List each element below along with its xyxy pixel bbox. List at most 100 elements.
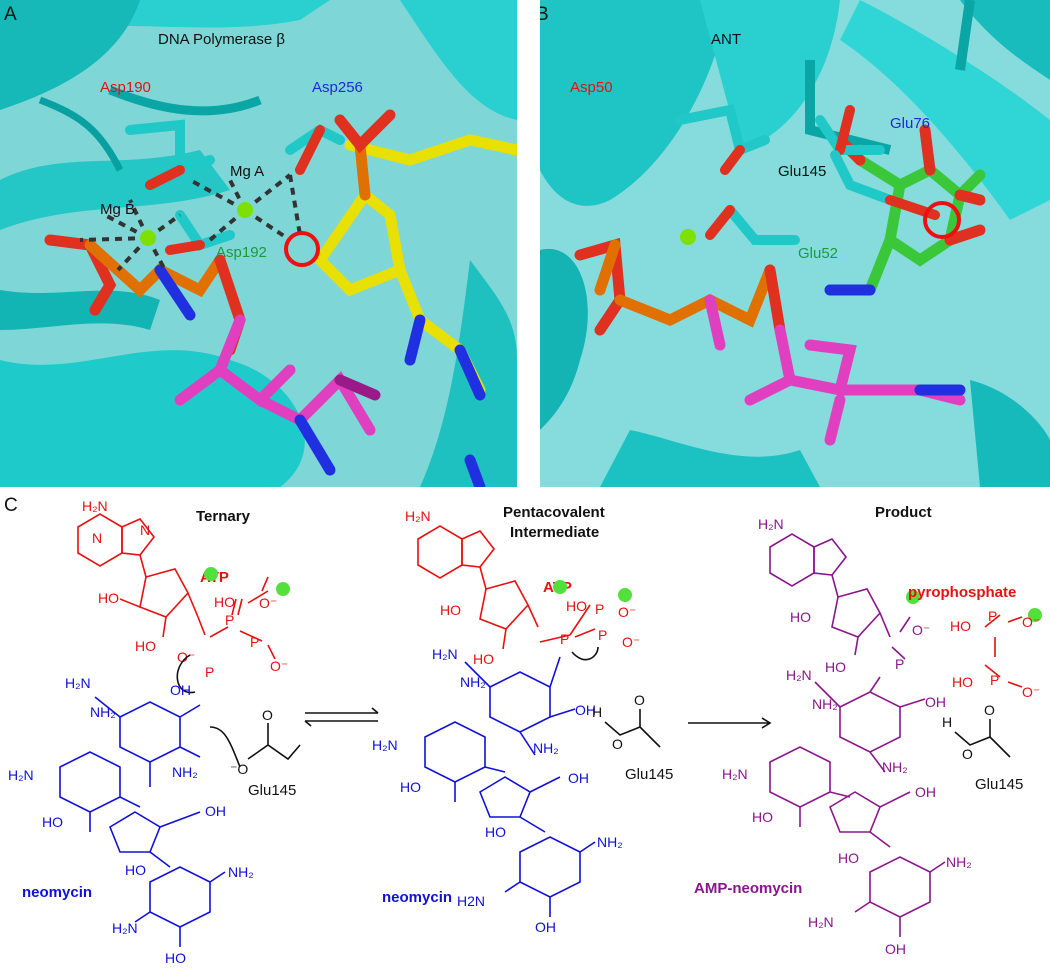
glutamate-structure — [247, 723, 301, 761]
loop-ribbon — [38, 96, 124, 172]
neomycin-label: neomycin — [22, 884, 92, 901]
carbonyl-oxygen-label: O — [984, 702, 995, 718]
hydroxyl-label: OH — [535, 919, 556, 935]
amine-label: NH₂ — [812, 696, 838, 712]
stage-heading: Product — [875, 504, 932, 521]
amine-label: NH₂ — [597, 834, 623, 850]
helix-ribbon — [0, 0, 140, 110]
phosphate-oxygen-label: O⁻ — [912, 622, 930, 638]
phosphorus-label: P — [988, 608, 997, 624]
reaction-arrow — [688, 717, 772, 729]
phosphorus-label: P — [895, 656, 904, 672]
stage-heading: Ternary — [196, 508, 251, 525]
mg-b-ion — [140, 230, 156, 246]
mg-a-label: Mg A — [230, 163, 264, 180]
mg-ion — [618, 588, 632, 602]
hydroxyl-label: HO — [566, 598, 587, 614]
active-site-side-chains — [675, 104, 940, 245]
hydroxyl-label: HO — [752, 809, 773, 825]
loop-ribbon — [600, 430, 820, 487]
nitrogen-label: N — [92, 530, 102, 546]
amine-label: NH₂ — [882, 759, 908, 775]
amine-label: NH₂ — [228, 864, 254, 880]
loop-ribbon — [805, 60, 892, 155]
stage-product: Product H₂N HO HO P O⁻ pyr — [694, 504, 1042, 957]
stage-heading: Intermediate — [510, 524, 599, 541]
stage-heading: Pentacovalent — [503, 504, 605, 521]
glutamate-structure — [604, 709, 661, 748]
phosphorus-label: P — [990, 672, 999, 688]
mg-ion — [906, 590, 920, 604]
panel-a: A DNA Polymerase β Asp190 Asp256 Mg A Mg… — [0, 0, 517, 487]
hydroxyl-label: OH — [205, 803, 226, 819]
hydroxyl-label: OH — [915, 784, 936, 800]
hydroxyl-label: HO — [485, 824, 506, 840]
mg-b-label: Mg B — [100, 201, 135, 218]
panel-b-title: ANT — [711, 31, 741, 48]
carbonyl-oxygen-label: O — [634, 692, 645, 708]
amine-label: H₂N — [372, 737, 398, 753]
phosphorus-label: P — [598, 627, 607, 643]
strand-ribbon — [840, 0, 1050, 220]
glutamate-structure — [954, 719, 1011, 758]
phosphorus-label: P — [225, 612, 234, 628]
phosphate-oxygen-label: O⁻ — [270, 658, 288, 674]
phosphorus-label: P — [595, 601, 604, 617]
pyrophosphate-label: pyrophosphate — [908, 584, 1016, 601]
asp50-label: Asp50 — [570, 79, 613, 96]
amine-label: H₂N — [786, 667, 812, 683]
amine-label: H₂N — [808, 914, 834, 930]
neomycin-label: neomycin — [382, 889, 452, 906]
electron-push-arrow — [209, 726, 241, 768]
glu145-label: Glu145 — [778, 163, 826, 180]
amine-label: H₂N — [758, 516, 784, 532]
panel-c: C Ternary — [0, 487, 1050, 973]
glu145-label: Glu145 — [625, 766, 673, 783]
helix-ribbon — [960, 0, 1050, 80]
hydroxyl-label: OH — [575, 702, 596, 718]
hydrogen-label: H — [942, 714, 952, 730]
pyrophosphate-structure — [984, 614, 1023, 688]
neomycin-structure — [59, 696, 226, 947]
aspartate-side-chains — [125, 119, 345, 255]
amine-label: NH₂ — [946, 854, 972, 870]
phosphorus-label: P — [560, 631, 569, 647]
glu145-label: Glu145 — [248, 782, 296, 799]
electron-push-arrow — [571, 646, 599, 661]
helix-ribbon — [400, 0, 517, 120]
stage-intermediate: Pentacovalent Intermediate H₂N ATP HO HO — [372, 504, 673, 935]
atp-structure — [77, 513, 276, 660]
strand-ribbon — [0, 290, 160, 330]
hydroxyl-label: HO — [838, 850, 859, 866]
panel-c-letter: C — [4, 495, 18, 516]
phosphate-oxygen-label: O⁻ — [259, 595, 277, 611]
amine-label: H₂N — [112, 920, 138, 936]
panel-b-letter: B — [540, 4, 549, 25]
panel-c-mechanism: C Ternary — [4, 495, 1042, 966]
stage-ternary: Ternary — [8, 498, 301, 966]
mg-ion — [553, 580, 567, 594]
atp-structure — [417, 525, 596, 650]
mg-ion — [204, 567, 218, 581]
equilibrium-arrow — [304, 707, 379, 727]
panel-a-title: DNA Polymerase β — [158, 31, 285, 48]
hydroxyl-label: HO — [135, 638, 156, 654]
amine-label: H2N — [457, 893, 485, 909]
amine-label: H₂N — [432, 646, 458, 662]
hydroxyl-label: HO — [950, 618, 971, 634]
amine-label: H₂N — [722, 766, 748, 782]
hydroxyl-label: HO — [825, 659, 846, 675]
neomycin-structure — [424, 656, 596, 917]
nucleophile-highlight-circle — [923, 201, 961, 239]
nitrogen-label: N — [140, 522, 150, 538]
carbonyl-oxygen-label: O — [262, 707, 273, 723]
dna-primer-sticks — [312, 109, 517, 487]
mg-ion — [680, 229, 696, 245]
hydrogen-label: H — [592, 704, 602, 720]
panel-a-structure: A DNA Polymerase β Asp190 Asp256 Mg A Mg… — [0, 0, 517, 487]
phosphate-oxygen-label: O⁻ — [1022, 614, 1040, 630]
hydroxyl-label: OH — [885, 941, 906, 957]
hydroxyl-label: OH — [170, 682, 191, 698]
glu52-label: Glu52 — [798, 245, 838, 262]
hydroxyl-label: HO — [125, 862, 146, 878]
